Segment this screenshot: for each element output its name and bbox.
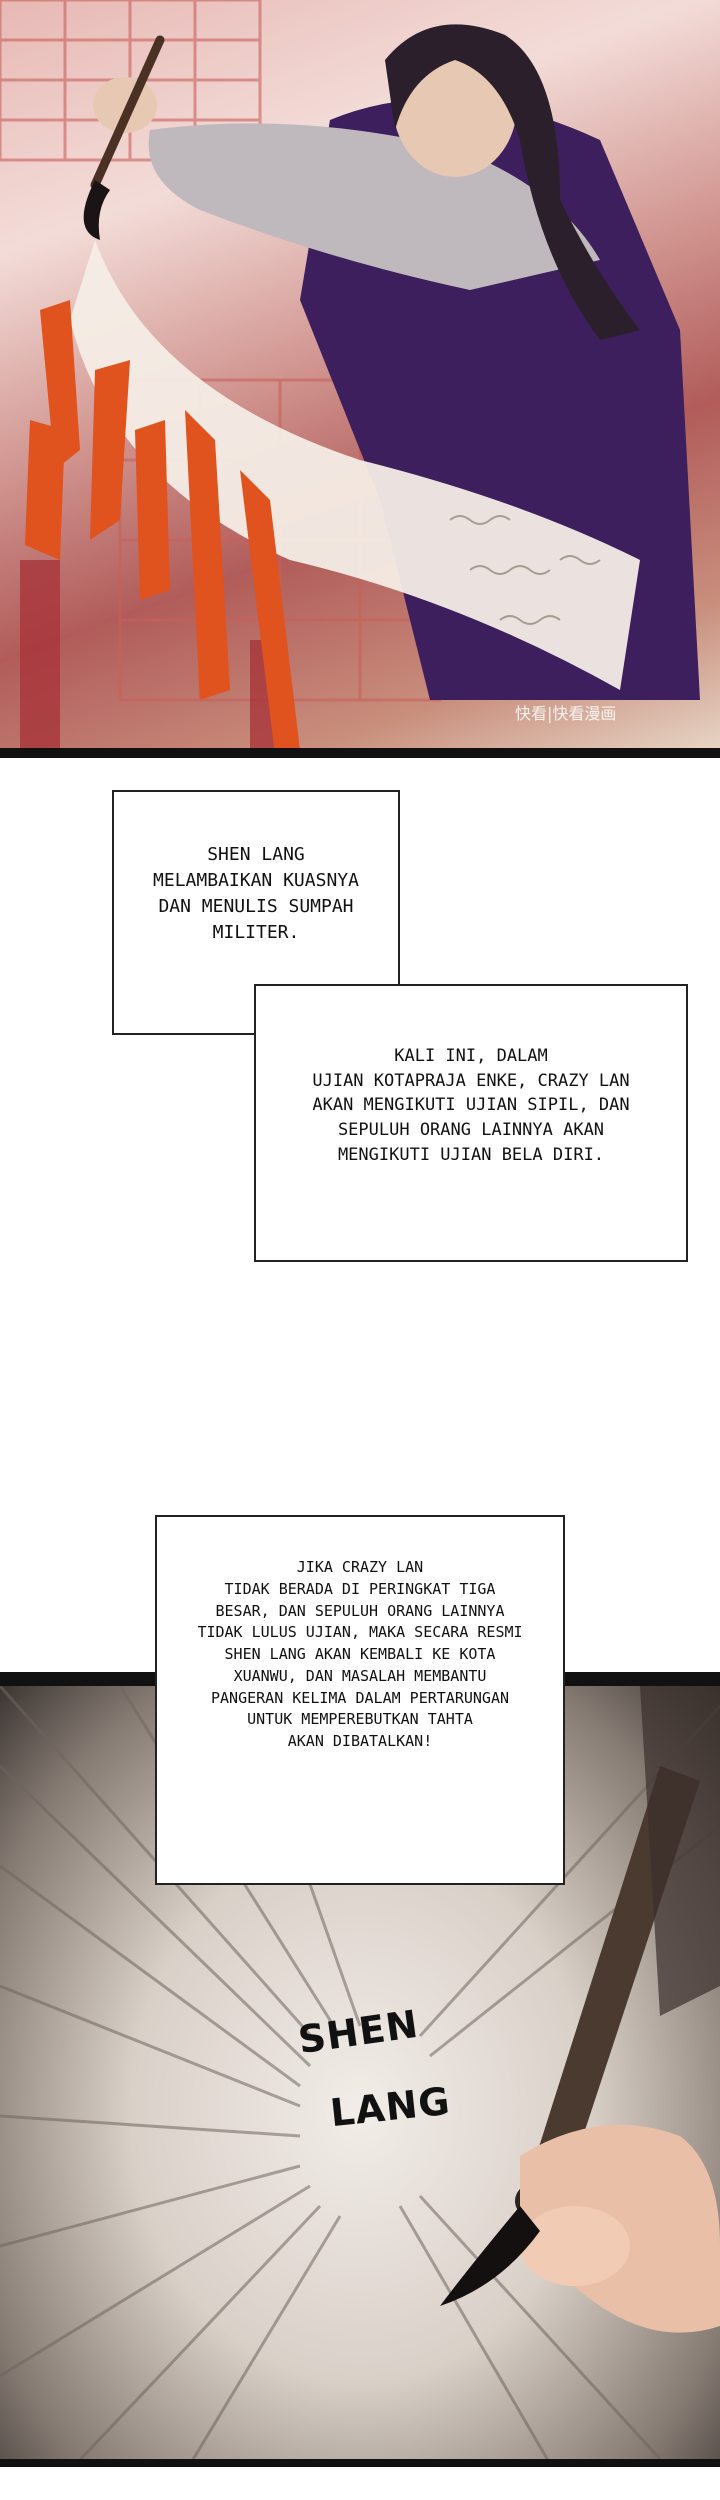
caption-line: XUANWU, DAN MASALAH MEMBANTU bbox=[233, 1666, 487, 1685]
brush-tip bbox=[83, 180, 110, 240]
panel-scholar-writing: 快看|快看漫画 bbox=[0, 0, 720, 755]
caption-line: PANGERAN KELIMA DALAM PERTARUNGAN bbox=[210, 1688, 509, 1707]
scroll-writing bbox=[449, 515, 601, 625]
caption-line: AKAN MENGIKUTI UJIAN SIPIL, DAN bbox=[312, 1095, 630, 1116]
caption-line: DAN MENULIS SUMPAH bbox=[158, 896, 354, 918]
long-hair bbox=[385, 24, 640, 340]
caption-line: SHEN LANG AKAN KEMBALI KE KOTA bbox=[224, 1645, 496, 1663]
brush-closeup-illustration bbox=[0, 1686, 720, 2459]
caption-line: UJIAN KOTAPRAJA ENKE, CRAZY LAN bbox=[312, 1070, 630, 1091]
watermark: 快看|快看漫画 bbox=[515, 704, 617, 723]
panel-border bbox=[0, 748, 720, 758]
caption-line: MILITER. bbox=[212, 922, 300, 944]
caption-line: SEPULUH ORANG LAINNYA AKAN bbox=[337, 1119, 605, 1140]
brush-handle bbox=[90, 35, 165, 190]
caption-line: TIDAK BERADA DI PERINGKAT TIGA bbox=[224, 1579, 496, 1598]
caption-box-2: KALI INI, DALAM UJIAN KOTAPRAJA ENKE, CR… bbox=[254, 984, 688, 1262]
caption-line: TIDAK LULUS UJIAN, MAKA SECARA RESMI bbox=[197, 1623, 523, 1642]
finger bbox=[520, 2206, 630, 2286]
caption-line: JIKA CRAZY LAN bbox=[296, 1558, 424, 1576]
scholar-illustration bbox=[0, 0, 700, 755]
brush-tip bbox=[440, 2206, 540, 2306]
caption-line: SHEN LANG bbox=[207, 844, 305, 865]
caption-line: MELAMBAIKAN KUASNYA bbox=[153, 870, 359, 892]
panel-brush-closeup bbox=[0, 1672, 720, 2467]
caption-line: MENGIKUTI UJIAN BELA DIRI. bbox=[337, 1144, 605, 1165]
brush-stroke-sfx bbox=[25, 300, 300, 755]
caption-line: BESAR, DAN SEPULUH ORANG LAINNYA bbox=[215, 1601, 505, 1620]
caption-line: KALI INI, DALAM bbox=[394, 1046, 548, 1066]
caption-line: UNTUK MEMPEREBUTKAN TAHTA bbox=[247, 1710, 473, 1729]
pillar bbox=[20, 560, 60, 755]
caption-line: AKAN DIBATALKAN! bbox=[287, 1732, 433, 1750]
sleeve bbox=[640, 1686, 720, 2016]
paper-scroll bbox=[70, 240, 640, 690]
caption-box-3: JIKA CRAZY LAN TIDAK BERADA DI PERINGKAT… bbox=[155, 1515, 565, 1885]
